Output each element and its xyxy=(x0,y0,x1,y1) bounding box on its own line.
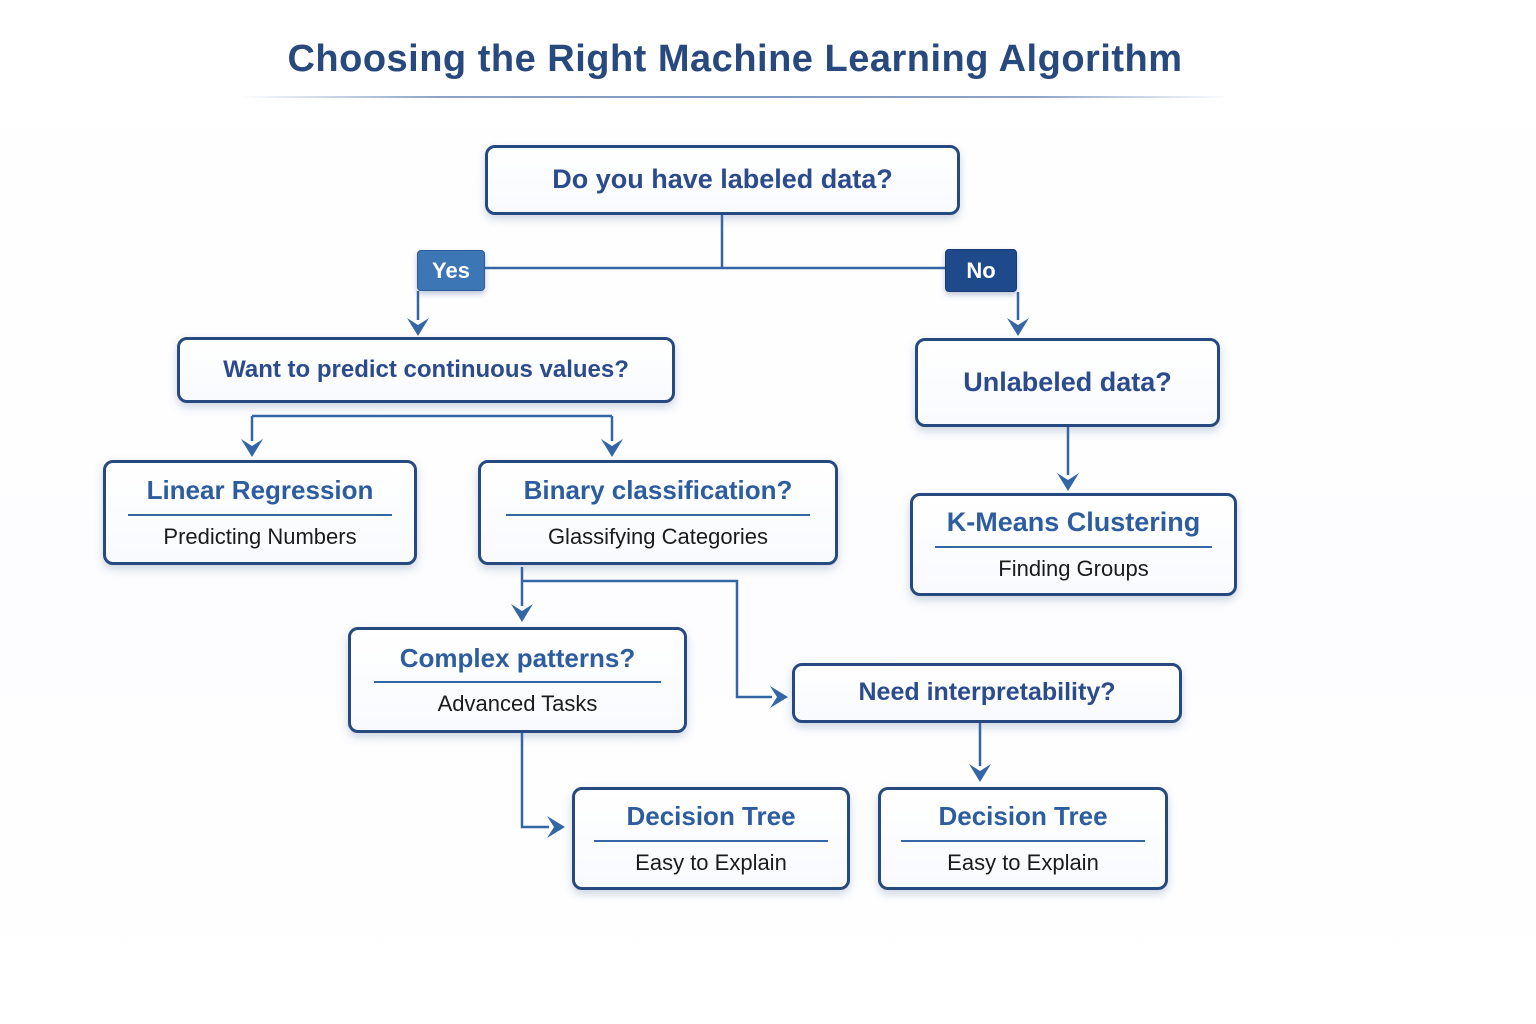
node-title: K-Means Clustering xyxy=(946,506,1201,537)
node-subtitle: Advanced Tasks xyxy=(437,691,598,717)
title-underline xyxy=(240,96,1230,98)
node-title: Decision Tree xyxy=(626,801,796,832)
node-kmeans-clustering: K-Means Clustering Finding Groups xyxy=(910,493,1237,596)
node-question-text: Need interpretability? xyxy=(858,678,1116,707)
arrowhead-dtree-right xyxy=(969,764,991,782)
arrowhead-no xyxy=(1007,318,1029,336)
node-decision-tree-left: Decision Tree Easy to Explain xyxy=(572,787,850,890)
node-title: Linear Regression xyxy=(146,475,374,506)
node-title: Decision Tree xyxy=(938,801,1108,832)
node-question-text: Unlabeled data? xyxy=(963,366,1172,397)
node-divider xyxy=(594,839,828,842)
node-binary-classification: Binary classification? Glassifying Categ… xyxy=(478,460,838,565)
node-decision-tree-right: Decision Tree Easy to Explain xyxy=(878,787,1168,890)
connector-complex-dtree xyxy=(520,733,549,829)
node-question-text: Want to predict continuous values? xyxy=(223,355,629,383)
node-linear-regression: Linear Regression Predicting Numbers xyxy=(103,460,417,565)
node-unlabeled-data-question: Unlabeled data? xyxy=(915,338,1220,427)
arrowhead-yes xyxy=(407,318,429,336)
node-divider xyxy=(505,513,811,516)
node-complex-patterns: Complex patterns? Advanced Tasks xyxy=(348,627,687,733)
node-divider xyxy=(127,513,393,516)
node-continuous-values-question: Want to predict continuous values? xyxy=(177,337,675,403)
arrowhead-linear xyxy=(241,439,263,457)
node-subtitle: Glassifying Categories xyxy=(547,523,769,549)
edge-label-yes: Yes xyxy=(417,250,485,291)
arrowhead-binary xyxy=(601,439,623,457)
connector-binary-interpret xyxy=(522,579,772,699)
arrowhead-interpret xyxy=(770,686,788,708)
arrowhead-kmeans xyxy=(1057,473,1079,491)
node-subtitle: Easy to Explain xyxy=(635,849,787,875)
node-subtitle: Predicting Numbers xyxy=(163,523,357,549)
node-divider xyxy=(374,681,661,684)
node-subtitle: Finding Groups xyxy=(998,556,1149,582)
arrowhead-dtree-left xyxy=(547,816,565,838)
node-title: Complex patterns? xyxy=(399,642,636,673)
node-question-text: Do you have labeled data? xyxy=(552,164,893,195)
node-divider xyxy=(900,839,1146,842)
node-divider xyxy=(935,546,1212,549)
page-title: Choosing the Right Machine Learning Algo… xyxy=(287,38,1183,80)
edge-label-no: No xyxy=(945,249,1017,292)
node-title: Binary classification? xyxy=(523,475,793,506)
arrowhead-complex xyxy=(511,604,533,622)
node-labeled-data-question: Do you have labeled data? xyxy=(485,145,960,215)
node-subtitle: Easy to Explain xyxy=(947,849,1099,875)
node-interpretability-question: Need interpretability? xyxy=(792,663,1182,723)
